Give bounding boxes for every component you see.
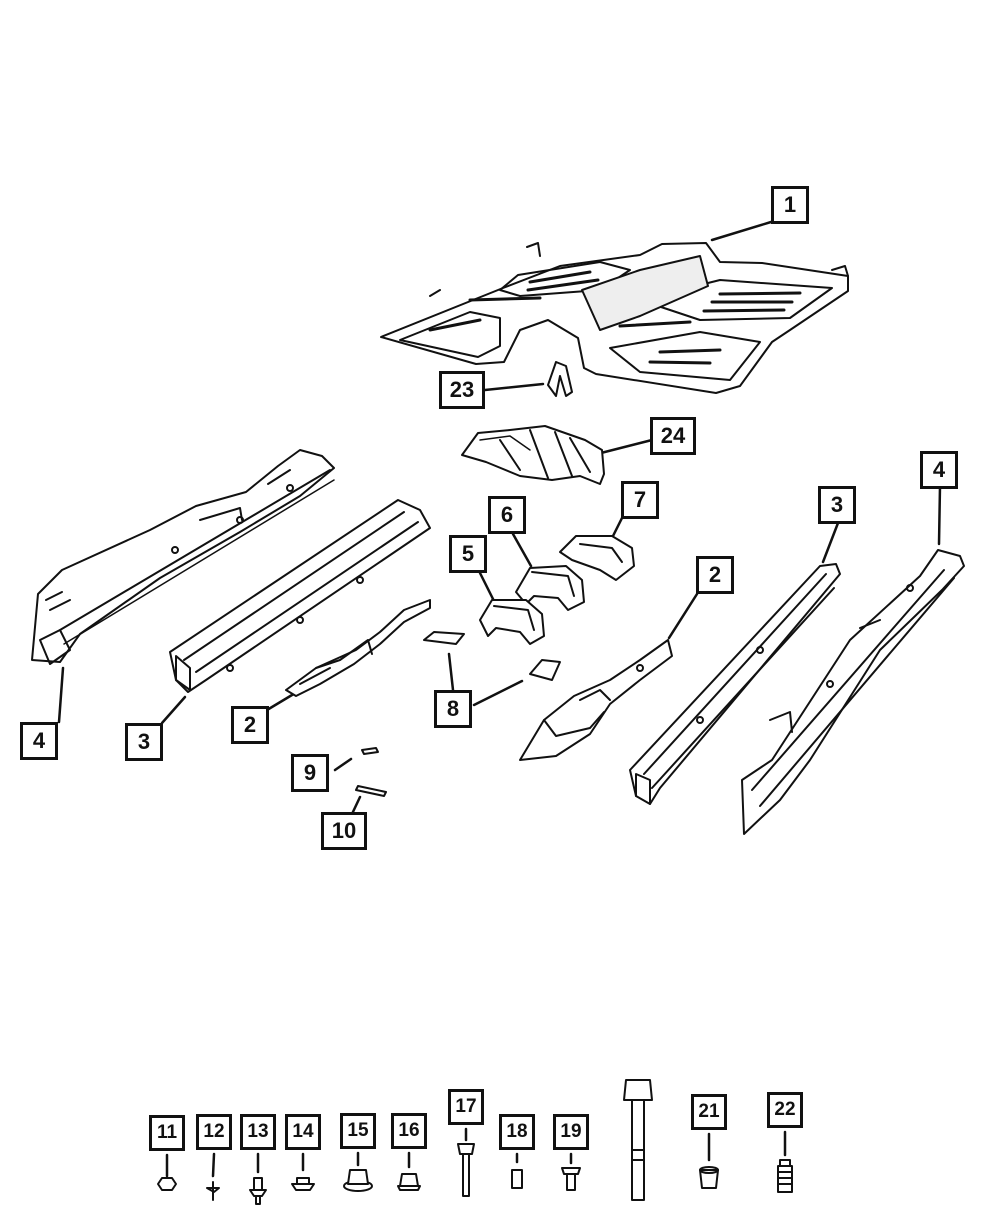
callout-12: 12: [196, 1114, 232, 1150]
hardware-18: [511, 1169, 523, 1189]
callout-19: 19: [553, 1114, 589, 1150]
hardware-16: [397, 1173, 421, 1191]
callout-4-right: 4: [920, 451, 958, 489]
callout-11: 11: [149, 1115, 185, 1151]
plate-part-8: [423, 631, 561, 681]
clip-part-9: [361, 747, 379, 755]
callout-18: 18: [499, 1114, 535, 1150]
callout-24: 24: [650, 417, 696, 455]
bracket-part-6: [515, 565, 585, 611]
crossmember-right-part: [519, 639, 673, 761]
callout-2-left: 2: [231, 706, 269, 744]
hardware-20-bolt: [623, 1079, 653, 1201]
callout-6: 6: [488, 496, 526, 534]
callout-23: 23: [439, 371, 485, 409]
callout-16: 16: [391, 1113, 427, 1149]
callout-3-right: 3: [818, 486, 856, 524]
hardware-14: [291, 1177, 315, 1191]
bracket-part-5: [479, 599, 545, 645]
hardware-22: [777, 1159, 793, 1193]
hardware-19: [561, 1167, 581, 1191]
callout-5: 5: [449, 535, 487, 573]
callout-8: 8: [434, 690, 472, 728]
callout-9: 9: [291, 754, 329, 792]
sill-rail-right-part: [629, 563, 841, 805]
callout-17: 17: [448, 1089, 484, 1125]
callout-21: 21: [691, 1094, 727, 1130]
callout-22: 22: [767, 1092, 803, 1128]
side-rail-right-part: [741, 549, 965, 835]
hardware-12: [206, 1181, 220, 1201]
bracket-part-7: [559, 535, 635, 581]
side-rail-left-part: [31, 449, 335, 665]
callout-13: 13: [240, 1114, 276, 1150]
callout-15: 15: [340, 1113, 376, 1149]
hardware-13: [249, 1177, 267, 1205]
callout-1: 1: [771, 186, 809, 224]
heat-shield-part: [461, 425, 605, 485]
hardware-15: [343, 1169, 373, 1192]
strip-part-10: [355, 785, 387, 797]
hardware-17: [457, 1143, 475, 1197]
crossmember-left-part: [285, 599, 431, 697]
floor-pan-part: [380, 242, 849, 394]
callout-2-right: 2: [696, 556, 734, 594]
sill-rail-left-part: [169, 499, 431, 693]
callout-7: 7: [621, 481, 659, 519]
callout-10: 10: [321, 812, 367, 850]
hardware-11: [157, 1177, 177, 1191]
callout-4-left: 4: [20, 722, 58, 760]
callout-14: 14: [285, 1114, 321, 1150]
callout-3-left: 3: [125, 723, 163, 761]
clip-part-23: [547, 361, 573, 397]
hardware-21: [699, 1166, 719, 1189]
leader-lines: [57, 220, 942, 1178]
